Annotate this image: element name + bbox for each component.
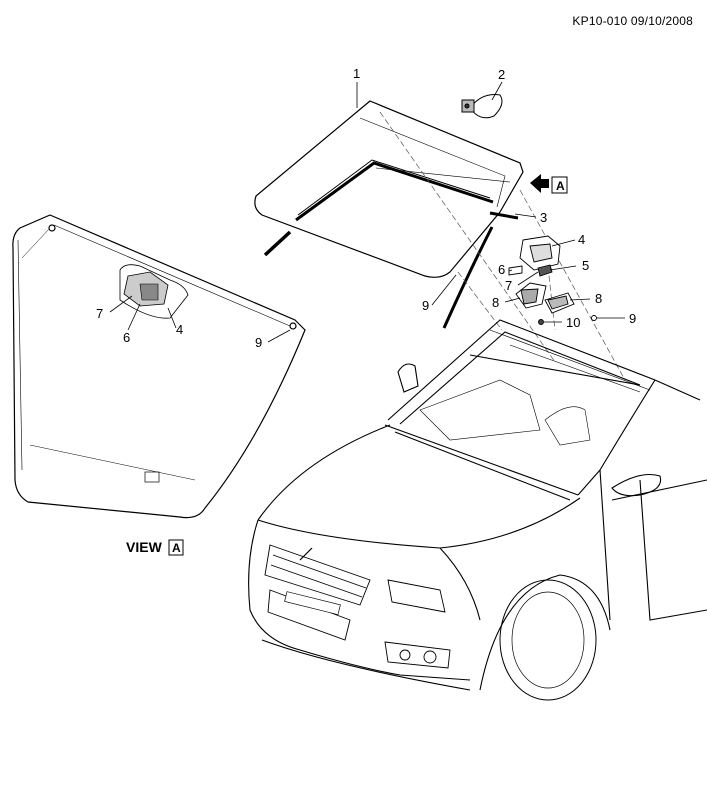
- callout-4-view: 4: [176, 322, 183, 337]
- callout-1: 1: [353, 66, 360, 81]
- callout-7-right: 7: [505, 278, 512, 293]
- arrow-view-letter: A: [556, 179, 565, 193]
- view-letter: A: [172, 541, 181, 555]
- assembly-guide-lines: [379, 111, 626, 381]
- callout-9-glass: 9: [422, 298, 429, 313]
- callout-6-right: 6: [498, 262, 505, 277]
- callout-2: 2: [498, 67, 505, 82]
- view-label: VIEW: [126, 539, 163, 555]
- vehicle-body: [248, 319, 707, 701]
- callout-7-view: 7: [96, 306, 103, 321]
- windshield-glass: [254, 100, 524, 278]
- callout-4-right: 4: [578, 232, 585, 247]
- callout-numbers: 1 2 3 4 5 6 7 8 8 10 9 9 7 6 4 9: [96, 66, 636, 350]
- sensor-bracket-parts: [508, 235, 597, 325]
- drawing-reference-id: KP10-010 09/10/2008: [572, 14, 693, 28]
- windshield-molding: [263, 159, 519, 329]
- callout-6-view: 6: [123, 330, 130, 345]
- front-grille: [264, 544, 451, 669]
- callout-9-right: 9: [629, 311, 636, 326]
- callout-leader-lines: [109, 81, 625, 343]
- view-a-windshield: [12, 214, 306, 519]
- callout-3: 3: [540, 210, 547, 225]
- callout-9-view: 9: [255, 335, 262, 350]
- rear-view-mirror: [461, 94, 503, 119]
- callout-8-left: 8: [492, 295, 499, 310]
- callout-8-right: 8: [595, 291, 602, 306]
- view-letter-box: [168, 539, 184, 556]
- view-direction-arrow: [530, 174, 568, 194]
- callout-10: 10: [566, 315, 580, 330]
- callout-5: 5: [582, 258, 589, 273]
